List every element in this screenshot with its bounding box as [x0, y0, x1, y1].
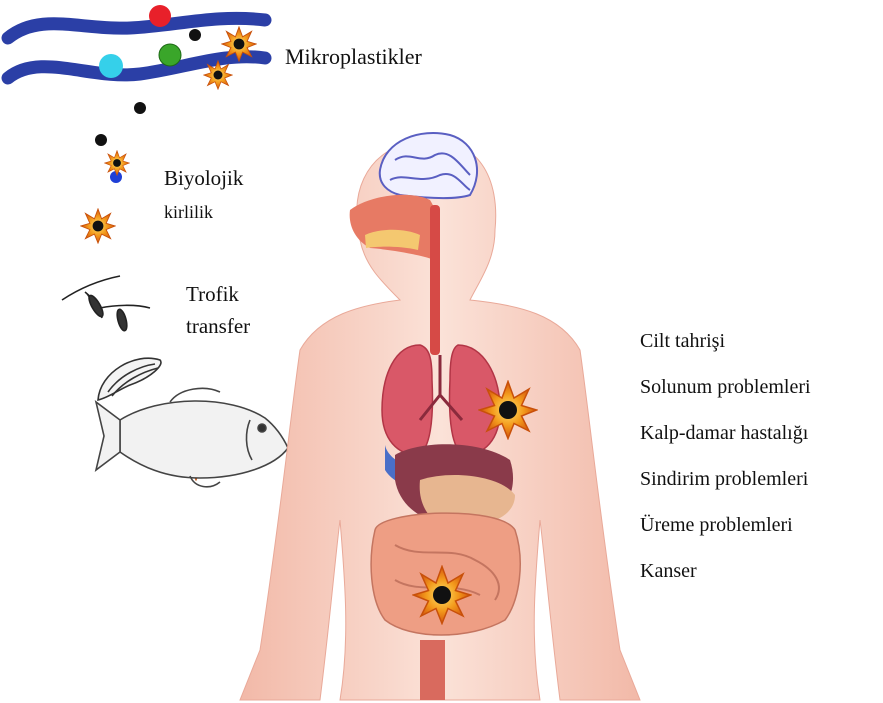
label-biological: Biyolojik: [164, 166, 243, 191]
health-effects-list: Cilt tahrişi Solunum problemleri Kalp-da…: [640, 318, 811, 594]
label-microplastics: Mikroplastikler: [285, 44, 422, 70]
health-effect-item: Kalp-damar hastalığı: [640, 410, 811, 456]
health-effect-item: Cilt tahrişi: [640, 318, 811, 364]
explosion-burst-icon: [222, 27, 256, 61]
explosion-burst-icon: [480, 382, 537, 439]
explosion-burst-icon: [204, 61, 233, 90]
label-pollution: kirlilik: [164, 202, 213, 223]
particle-green: [159, 44, 181, 66]
explosion-burst-icon: [105, 151, 130, 176]
particle-black: [134, 102, 146, 114]
fish-icon: [96, 388, 288, 486]
particle-black: [189, 29, 201, 41]
mussel-icon: [98, 358, 161, 400]
explosion-burst-icon: [414, 567, 471, 624]
label-transfer: transfer: [186, 314, 250, 339]
health-effect-item: Sindirim problemleri: [640, 456, 811, 502]
particle-red: [149, 5, 171, 27]
label-trophic: Trofik: [186, 282, 239, 307]
explosion-burst-icon: [81, 209, 115, 243]
particle-cyan: [99, 54, 123, 78]
particle-black: [95, 134, 107, 146]
health-effect-item: Kanser: [640, 548, 811, 594]
copepod-icon: [62, 276, 150, 332]
health-effect-item: Solunum problemleri: [640, 364, 811, 410]
health-effect-item: Üreme problemleri: [640, 502, 811, 548]
